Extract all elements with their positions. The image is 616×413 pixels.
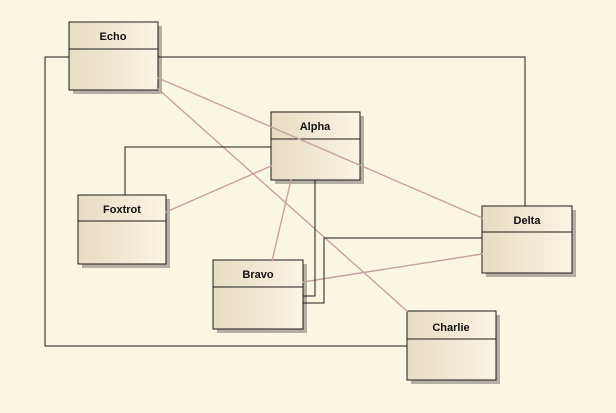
edge-foxtrot-alpha-pink[interactable] <box>165 165 272 213</box>
node-delta-label: Delta <box>514 215 542 227</box>
node-foxtrot[interactable]: Foxtrot <box>77 194 167 265</box>
node-charlie-box[interactable] <box>406 310 497 381</box>
black-connectors <box>44 56 526 347</box>
edge-echo-delta-black[interactable] <box>158 56 526 206</box>
node-foxtrot-box[interactable] <box>77 194 167 265</box>
edge-echo-charlie-black[interactable] <box>44 56 407 347</box>
node-echo[interactable]: Echo <box>68 21 159 91</box>
node-echo-box[interactable] <box>68 21 159 91</box>
node-alpha-label: Alpha <box>300 121 331 133</box>
edge-echo-charlie-pink[interactable] <box>156 87 408 312</box>
edge-echo-delta-pink[interactable] <box>157 77 483 219</box>
node-echo-label: Echo <box>100 31 127 43</box>
node-charlie-label: Charlie <box>432 322 469 334</box>
node-delta-box[interactable] <box>481 205 573 274</box>
node-charlie[interactable]: Charlie <box>406 310 497 381</box>
node-bravo[interactable]: Bravo <box>212 259 304 330</box>
edge-alpha-bravo-pink[interactable] <box>271 179 292 262</box>
edge-delta-bravo-black[interactable] <box>303 237 482 304</box>
edge-bravo-delta-pink[interactable] <box>302 253 483 283</box>
edge-alpha-foxtrot-black[interactable] <box>124 146 271 195</box>
node-foxtrot-label: Foxtrot <box>103 204 141 216</box>
edge-alpha-bravo-black[interactable] <box>303 180 316 297</box>
node-bravo-label: Bravo <box>242 269 273 281</box>
pink-connectors <box>156 77 483 312</box>
node-delta[interactable]: Delta <box>481 205 573 274</box>
node-bravo-box[interactable] <box>212 259 304 330</box>
